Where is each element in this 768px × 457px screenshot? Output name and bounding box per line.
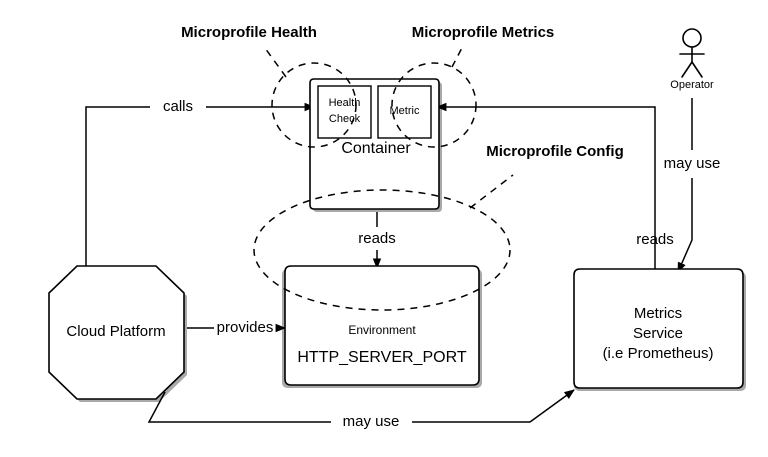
group-label-microprofile-health: Microprofile Health bbox=[181, 24, 317, 41]
edge-may-use-operator-line-2 bbox=[677, 178, 693, 273]
group-label-microprofile-config: Microprofile Config bbox=[486, 143, 624, 160]
cloud-platform-label: Cloud Platform bbox=[66, 323, 165, 340]
microprofile-metrics-leader bbox=[451, 43, 465, 68]
edge-label-reads-metric: reads bbox=[636, 231, 674, 248]
metric-label: Metric bbox=[390, 105, 420, 117]
grouping-layer bbox=[253, 43, 514, 311]
metrics-service-label-line3: (i.e Prometheus) bbox=[603, 345, 714, 362]
container-label: Container bbox=[341, 140, 411, 157]
node-cloud-platform[interactable]: Cloud Platform bbox=[48, 265, 185, 400]
microprofile-config-leader bbox=[469, 174, 514, 209]
microprofile-health-leader bbox=[264, 47, 287, 78]
edge-reads-metric-line bbox=[435, 102, 656, 272]
edge-calls-line bbox=[85, 106, 150, 285]
node-container[interactable]: Health Check Metric Container bbox=[309, 78, 440, 210]
connector-layer bbox=[85, 98, 693, 423]
edge-label-layer: calls reads reads provides may use may u… bbox=[163, 98, 720, 430]
edge-may-use-platform-line bbox=[147, 391, 331, 423]
edge-label-provides: provides bbox=[217, 319, 274, 336]
edge-label-calls: calls bbox=[163, 98, 193, 115]
edge-label-may-use-platform: may use bbox=[343, 413, 400, 430]
edge-label-reads-env: reads bbox=[358, 230, 396, 247]
environment-variable: HTTP_SERVER_PORT bbox=[297, 349, 466, 366]
metrics-service-label-line1: Metrics bbox=[634, 305, 682, 322]
health-check-label-line1: Health bbox=[329, 97, 361, 109]
microprofile-config-ellipse bbox=[253, 189, 511, 311]
health-check-box[interactable] bbox=[317, 85, 372, 139]
health-check-label-line2: Check bbox=[329, 113, 361, 125]
node-metrics-service[interactable]: Metrics Service (i.e Prometheus) bbox=[573, 268, 744, 389]
group-title-layer: Microprofile Health Microprofile Metrics… bbox=[181, 24, 624, 160]
node-operator[interactable]: Operator bbox=[670, 28, 714, 91]
node-environment[interactable]: Environment HTTP_SERVER_PORT bbox=[284, 265, 480, 386]
environment-label: Environment bbox=[348, 323, 416, 337]
metrics-service-label-line2: Service bbox=[633, 325, 683, 342]
edge-label-may-use-operator: may use bbox=[664, 155, 721, 172]
environment-box[interactable] bbox=[284, 265, 480, 386]
microprofile-metrics-circle bbox=[391, 62, 477, 148]
cloud-platform-octagon[interactable] bbox=[48, 265, 185, 400]
microprofile-health-circle bbox=[271, 62, 357, 148]
operator-label: Operator bbox=[670, 79, 714, 91]
group-label-microprofile-metrics: Microprofile Metrics bbox=[412, 24, 555, 41]
operator-head-icon bbox=[682, 28, 702, 48]
metrics-service-box[interactable] bbox=[573, 268, 744, 389]
metric-box[interactable] bbox=[377, 85, 432, 139]
edge-may-use-platform-line-2 bbox=[412, 389, 575, 423]
operator-body-icon bbox=[679, 46, 705, 78]
